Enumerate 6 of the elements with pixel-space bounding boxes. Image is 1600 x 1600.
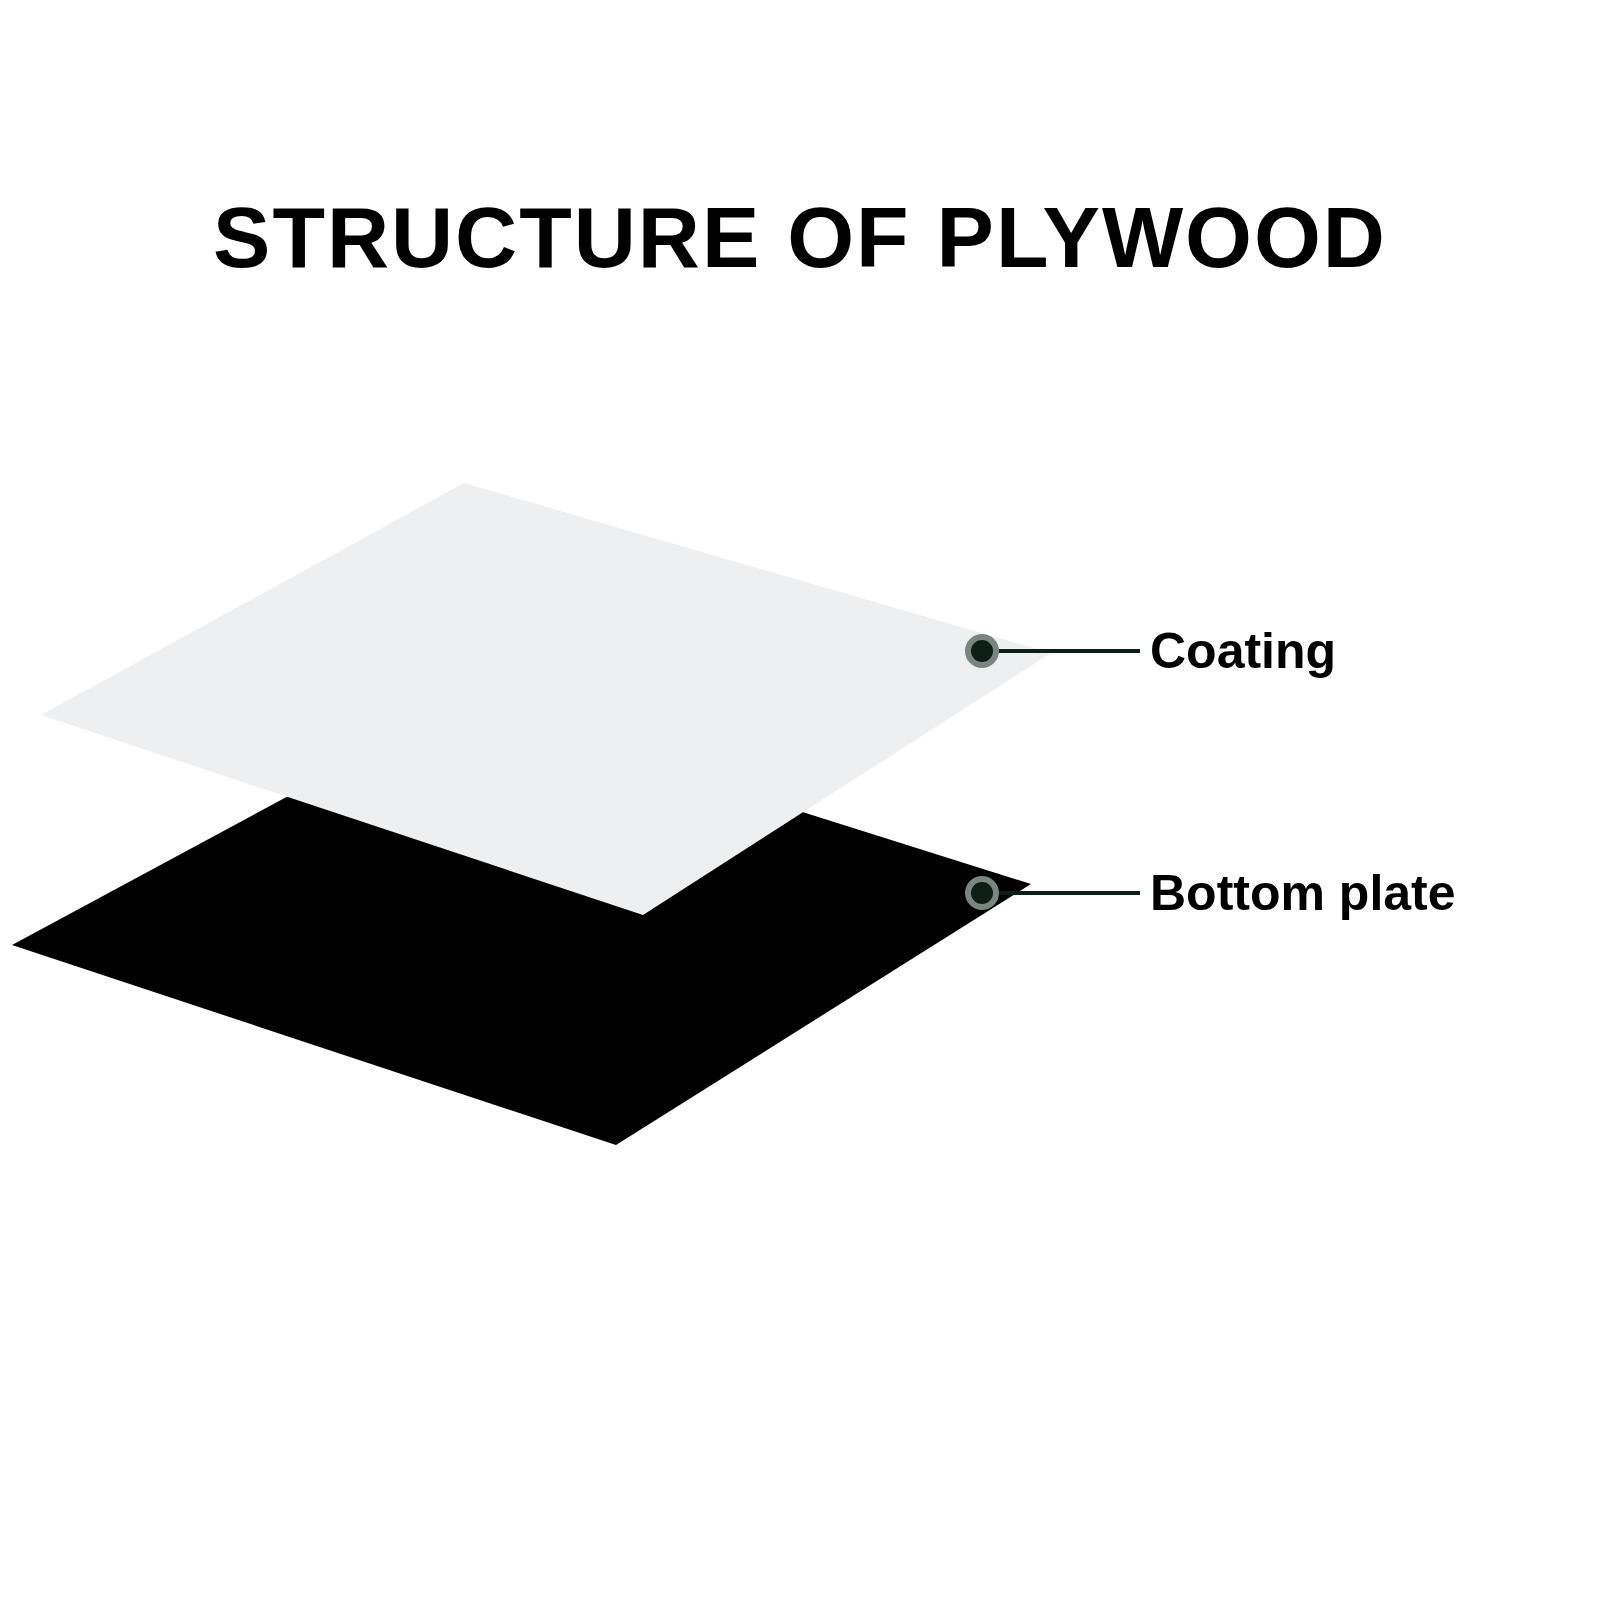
- leader-line: [965, 876, 1140, 910]
- diagram-title: STRUCTURE OF PLYWOOD: [212, 188, 1388, 287]
- layer-label: Bottom plate: [1150, 865, 1456, 921]
- layer-label: Coating: [1150, 623, 1337, 679]
- leader-line: [965, 634, 1140, 668]
- coating-sheet: [41, 483, 1051, 915]
